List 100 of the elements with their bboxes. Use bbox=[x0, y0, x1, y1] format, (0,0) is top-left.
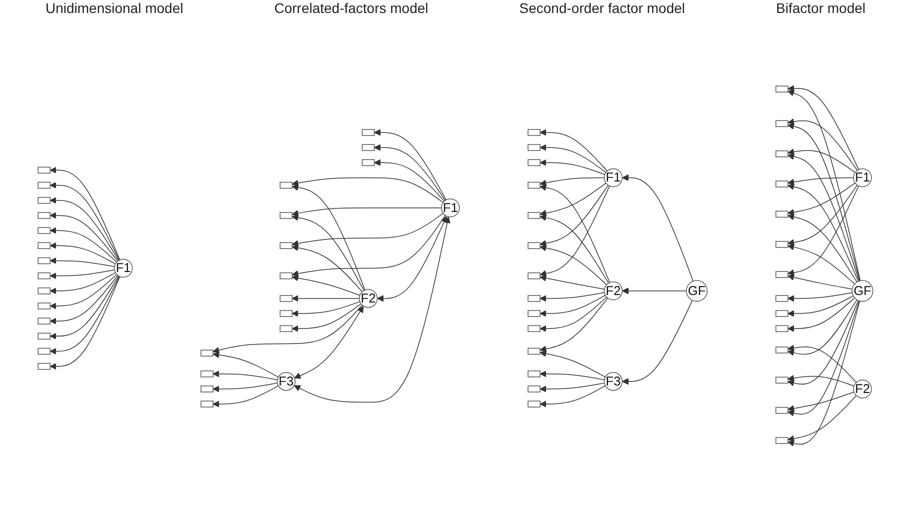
arrow bbox=[540, 244, 607, 286]
node-box bbox=[38, 272, 51, 280]
node-box bbox=[200, 400, 214, 408]
arrow bbox=[788, 300, 859, 386]
arrow bbox=[788, 292, 853, 302]
node-box bbox=[775, 325, 788, 332]
note: Second-order factor model bbox=[519, 0, 686, 16]
arrow bbox=[374, 144, 446, 201]
arrow bbox=[788, 214, 858, 282]
arrow bbox=[212, 370, 278, 380]
node-circle: GF bbox=[686, 280, 708, 302]
arrow bbox=[292, 212, 444, 247]
arrow bbox=[292, 295, 360, 302]
arrow bbox=[50, 212, 118, 262]
node-box bbox=[280, 242, 293, 250]
node-box bbox=[280, 310, 293, 317]
arrow bbox=[50, 242, 116, 264]
node-box bbox=[38, 242, 51, 250]
arrow bbox=[50, 166, 120, 260]
node-box bbox=[528, 348, 540, 355]
arrow bbox=[50, 272, 116, 294]
node-box bbox=[38, 288, 51, 294]
node-box bbox=[528, 310, 540, 317]
arrow bbox=[50, 257, 115, 268]
arrow bbox=[540, 294, 606, 317]
arrow bbox=[50, 274, 118, 310]
arrow bbox=[212, 382, 278, 392]
arrow bbox=[788, 118, 858, 171]
arrow bbox=[376, 216, 448, 302]
node-circle: GF bbox=[852, 280, 874, 302]
arrow bbox=[788, 182, 856, 216]
arrow bbox=[540, 298, 608, 352]
node-box bbox=[362, 144, 375, 151]
node-box bbox=[775, 150, 788, 158]
node-box bbox=[528, 370, 540, 378]
node-box bbox=[775, 310, 788, 317]
node-circle: F2 bbox=[853, 380, 872, 398]
node-box bbox=[280, 182, 293, 189]
arrow bbox=[292, 274, 360, 296]
node-box bbox=[528, 144, 540, 151]
node-box bbox=[38, 332, 51, 340]
note: Bifactor model bbox=[776, 0, 866, 16]
arrow bbox=[540, 350, 606, 378]
node-box bbox=[200, 386, 214, 392]
arrow bbox=[540, 129, 608, 172]
node-box bbox=[775, 295, 788, 302]
arrow bbox=[292, 244, 363, 292]
node-box bbox=[775, 180, 788, 188]
arrow bbox=[622, 174, 694, 282]
node-circle: F1 bbox=[441, 198, 460, 218]
arrow bbox=[540, 144, 606, 173]
arrow bbox=[540, 292, 605, 302]
arrow bbox=[622, 300, 693, 385]
node-box bbox=[528, 295, 540, 302]
arrow bbox=[540, 370, 605, 380]
node-box bbox=[38, 348, 51, 355]
arrow bbox=[292, 214, 446, 277]
node-box bbox=[528, 325, 540, 332]
arrow bbox=[540, 182, 606, 216]
node-box bbox=[775, 346, 788, 354]
node-box bbox=[200, 370, 214, 378]
arrow bbox=[788, 90, 861, 282]
arrow bbox=[788, 184, 858, 246]
arrow bbox=[788, 85, 860, 170]
node-box bbox=[528, 400, 540, 408]
arrow bbox=[292, 301, 360, 317]
node-box bbox=[528, 272, 540, 280]
arrow bbox=[540, 184, 609, 247]
arrow bbox=[788, 177, 854, 186]
arrow bbox=[540, 274, 605, 290]
arrow bbox=[788, 395, 857, 442]
arrow bbox=[540, 382, 605, 392]
arrow bbox=[374, 129, 446, 200]
node-box bbox=[528, 242, 540, 250]
arrow bbox=[540, 296, 607, 332]
arrow bbox=[540, 177, 605, 186]
node-box bbox=[280, 272, 293, 280]
arrow bbox=[50, 276, 120, 370]
node-box bbox=[775, 240, 788, 248]
arrow bbox=[788, 300, 860, 416]
arrow bbox=[788, 274, 853, 290]
arrow bbox=[292, 184, 366, 290]
node-box bbox=[280, 212, 293, 219]
node-box bbox=[775, 406, 788, 414]
node-box bbox=[38, 227, 51, 234]
arrow bbox=[788, 295, 854, 317]
arrow bbox=[540, 159, 606, 175]
node-box bbox=[528, 159, 540, 166]
node-box bbox=[528, 182, 540, 189]
arrow bbox=[788, 244, 856, 284]
arrow bbox=[788, 299, 858, 356]
node-box bbox=[38, 257, 51, 264]
arrow bbox=[788, 123, 860, 282]
arrow bbox=[292, 214, 364, 291]
node-box bbox=[362, 129, 375, 136]
arrow bbox=[374, 159, 445, 202]
note: Unidimensional model bbox=[45, 0, 184, 16]
arrow bbox=[292, 177, 444, 203]
node-circle: F2 bbox=[604, 282, 623, 300]
node-box bbox=[280, 295, 293, 302]
